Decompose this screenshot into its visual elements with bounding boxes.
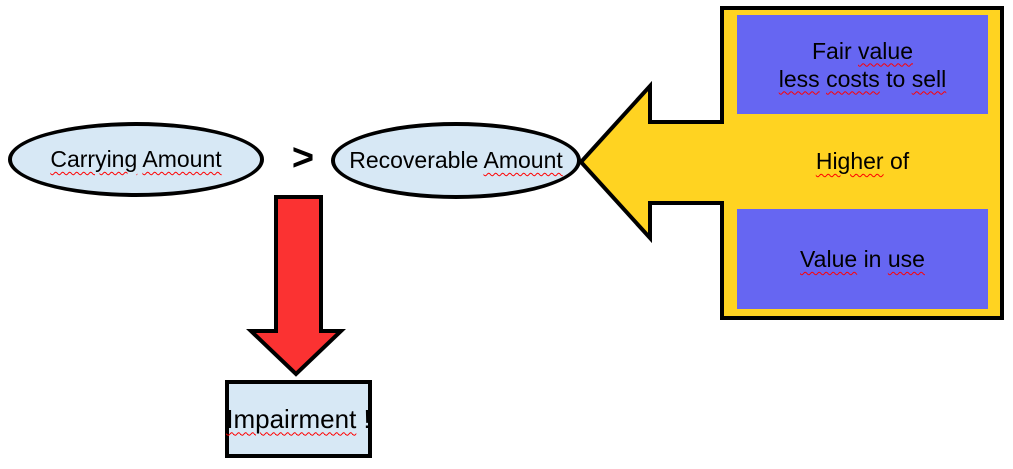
carrying-amount-ellipse: Carrying Amount bbox=[8, 122, 264, 197]
value-in-use-box: Value in use bbox=[737, 209, 988, 309]
greater-than-symbol: > bbox=[291, 137, 315, 179]
word: value bbox=[858, 37, 913, 64]
word: ! bbox=[363, 403, 371, 434]
word: Recoverable bbox=[349, 147, 479, 173]
word: Amount bbox=[483, 147, 563, 173]
higher-of-label-area: Higher of bbox=[737, 114, 988, 209]
word: use bbox=[887, 246, 925, 272]
fair-value-line2: less costs to sell bbox=[779, 65, 946, 93]
word: Higher bbox=[815, 148, 884, 174]
word: in bbox=[863, 246, 882, 272]
value-in-use-label: Value in use bbox=[800, 245, 925, 273]
recoverable-amount-ellipse: Recoverable Amount bbox=[331, 122, 581, 199]
word: Impairment bbox=[226, 403, 357, 434]
higher-of-label: Higher of bbox=[816, 148, 909, 175]
red-down-arrow bbox=[246, 195, 346, 377]
carrying-amount-label: Carrying Amount bbox=[50, 146, 221, 173]
recoverable-amount-label: Recoverable Amount bbox=[349, 147, 563, 174]
impairment-box: Impairment ! bbox=[225, 380, 372, 458]
word: Carrying bbox=[50, 146, 138, 172]
word: Fair bbox=[812, 37, 852, 64]
impairment-label: Impairment ! bbox=[226, 404, 371, 435]
word: costs bbox=[826, 65, 880, 92]
fair-value-box: Fair value less costs to sell bbox=[737, 15, 988, 114]
word: Value bbox=[800, 246, 858, 272]
word: of bbox=[889, 148, 910, 174]
fair-value-line1: Fair value bbox=[812, 37, 913, 65]
word: to bbox=[886, 65, 906, 92]
word: Amount bbox=[142, 146, 222, 172]
word: sell bbox=[911, 65, 947, 92]
word: less bbox=[778, 65, 820, 92]
